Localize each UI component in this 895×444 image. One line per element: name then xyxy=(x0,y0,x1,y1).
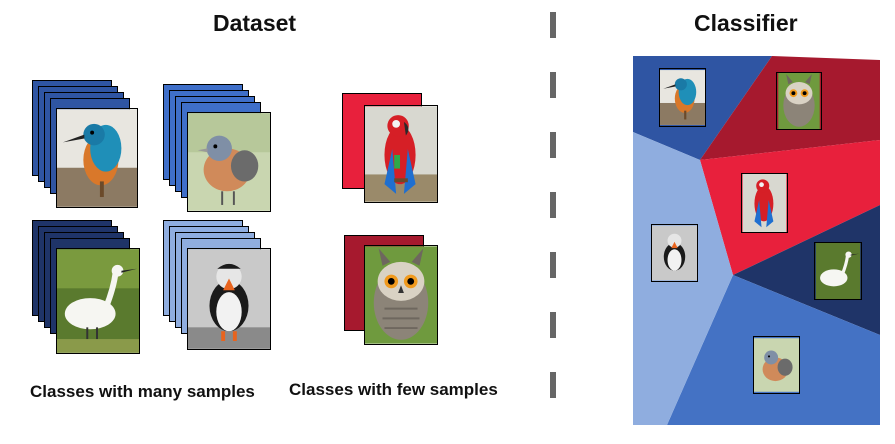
classifier-owl-icon xyxy=(776,72,822,130)
egret-region xyxy=(733,205,880,335)
chaffinch-icon xyxy=(187,112,271,212)
macaw-icon xyxy=(364,105,438,203)
few-samples-caption: Classes with few samples xyxy=(289,380,498,399)
classifier-macaw-icon xyxy=(741,173,788,233)
owl-icon xyxy=(364,245,438,345)
classifier-puffin-icon xyxy=(651,224,698,282)
puffin-icon xyxy=(187,248,271,350)
classifier-egret-icon xyxy=(814,242,862,300)
classifier-title: Classifier xyxy=(694,10,798,36)
classifier-chaffinch-icon xyxy=(753,336,800,394)
classifier-kingfisher-icon xyxy=(659,68,706,127)
many-samples-caption: Classes with many samples xyxy=(30,382,255,401)
egret-icon xyxy=(56,248,140,354)
kingfisher-icon xyxy=(56,108,138,208)
dataset-title: Dataset xyxy=(213,10,297,36)
